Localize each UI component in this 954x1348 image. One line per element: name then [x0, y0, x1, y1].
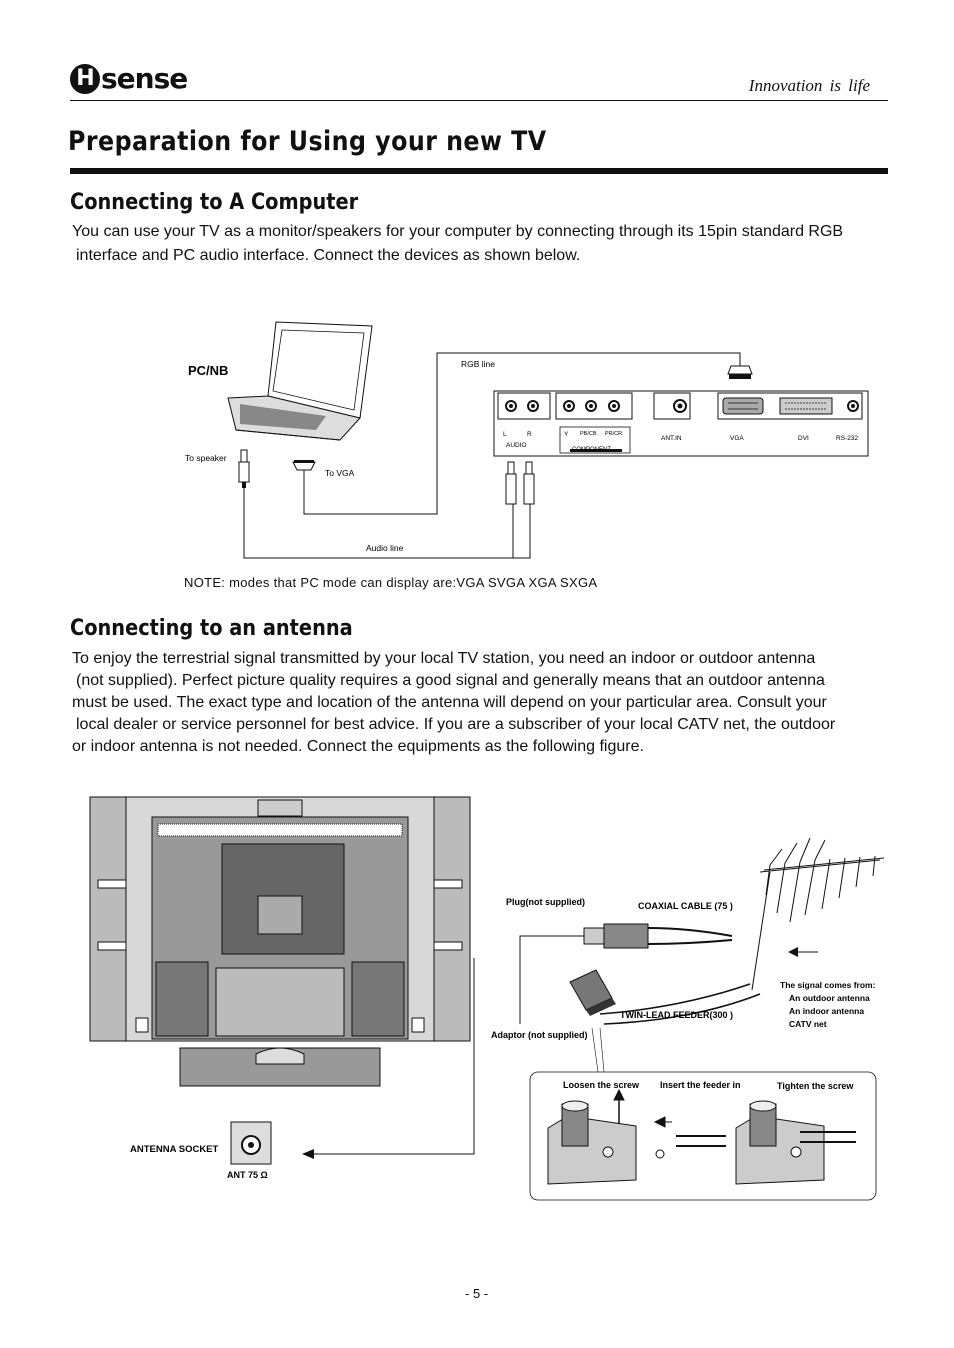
- ant75-label: ANT 75 Ω: [227, 1170, 268, 1180]
- port-y-label: Y: [564, 431, 569, 438]
- signal-source-indoor: An indoor antenna: [789, 1006, 864, 1016]
- antenna-socket-icon: [230, 1121, 272, 1165]
- section-antenna-heading: Connecting to an antenna: [70, 616, 353, 641]
- twin-lead-label: TWIN-LEAD FEEDER(300 ): [620, 1010, 733, 1020]
- section-antenna-line4: local dealer or service personnel for be…: [76, 716, 836, 733]
- section-computer-line1: You can use your TV as a monitor/speaker…: [72, 223, 844, 240]
- port-r-label: R: [527, 431, 532, 438]
- signal-arrow-icon: [788, 947, 818, 957]
- port-pb-label: PB/CB: [580, 431, 597, 437]
- tagline: Innovation is life: [748, 76, 870, 95]
- section-antenna-line2: (not supplied). Perfect picture quality …: [76, 672, 825, 689]
- adaptor-label: Adaptor (not supplied): [491, 1030, 588, 1040]
- port-vga-label: VGA: [730, 435, 744, 442]
- title-rule: [70, 168, 888, 174]
- terminal-step1-icon: [547, 1088, 637, 1185]
- loosen-screw-label: Loosen the screw: [563, 1080, 640, 1090]
- port-dvi-label: DVI: [798, 435, 809, 442]
- coaxial-cable-label: COAXIAL CABLE (75 ): [638, 901, 733, 911]
- laptop-icon: [227, 321, 373, 441]
- vga-plug-icon: [292, 365, 753, 471]
- section-antenna-line1: To enjoy the terrestrial signal transmit…: [72, 650, 816, 667]
- port-component-label: COMPONENT: [572, 447, 611, 453]
- outdoor-antenna-icon: [751, 837, 885, 991]
- port-l-label: L: [503, 431, 507, 438]
- adaptor-icon: [569, 969, 761, 1025]
- rgb-line-label: RGB line: [461, 359, 495, 369]
- computer-connection-diagram: PC/NB L R AUDIO Y PB/CB PR/CR COMPONENT …: [185, 321, 869, 559]
- signal-source-outdoor: An outdoor antenna: [789, 993, 870, 1003]
- arrow-to-socket: [302, 958, 475, 1159]
- audio-cable: [243, 488, 531, 559]
- section-antenna-line3: must be used. The exact type and locatio…: [72, 694, 827, 711]
- port-antin-label: ANT.IN: [661, 435, 682, 442]
- feeder-steps-box: [529, 1071, 877, 1201]
- rgb-cable: [303, 352, 741, 515]
- port-audio-label: AUDIO: [506, 442, 527, 449]
- coaxial-cable-icon: [519, 923, 733, 1024]
- section-antenna-line5: or indoor antenna is not needed. Connect…: [72, 738, 644, 755]
- to-speaker-label: To speaker: [185, 453, 227, 463]
- logo-text: sense: [101, 62, 188, 95]
- logo-h-icon: H: [70, 63, 100, 94]
- plug-label: Plug(not supplied): [506, 897, 585, 907]
- terminal-step3-icon: [735, 1100, 856, 1185]
- port-rs232-label: RS-232: [836, 435, 858, 442]
- tv-rear-view-icon: [89, 796, 471, 1087]
- section-computer-line2: interface and PC audio interface. Connec…: [76, 247, 581, 264]
- section-computer-heading: Connecting to A Computer: [70, 190, 359, 215]
- feeder-wire-icon: [653, 1116, 726, 1159]
- audio-line-label: Audio line: [366, 543, 404, 553]
- tighten-screw-label: Tighten the screw: [777, 1081, 854, 1091]
- pc-modes-note: NOTE: modes that PC mode can display are…: [184, 575, 598, 590]
- header-divider: [70, 100, 888, 101]
- antenna-connection-diagram: ANTENNA SOCKET ANT 75 Ω Plug(not supplie…: [89, 796, 885, 1201]
- page-title: Preparation for Using your new TV: [68, 126, 547, 157]
- signal-source-title: The signal comes from:: [780, 980, 876, 990]
- signal-source-catv: CATV net: [789, 1019, 827, 1029]
- page-number: - 5 -: [465, 1286, 489, 1301]
- tv-io-panel: [493, 390, 869, 457]
- port-pr-label: PR/CR: [605, 431, 622, 437]
- audio-plug-icon: [238, 449, 535, 505]
- insert-feeder-label: Insert the feeder in: [660, 1080, 741, 1090]
- hisense-logo: H sense: [70, 62, 188, 95]
- to-vga-label: To VGA: [325, 468, 355, 478]
- antenna-socket-label: ANTENNA SOCKET: [130, 1144, 219, 1155]
- pc-label: PC/NB: [188, 363, 228, 378]
